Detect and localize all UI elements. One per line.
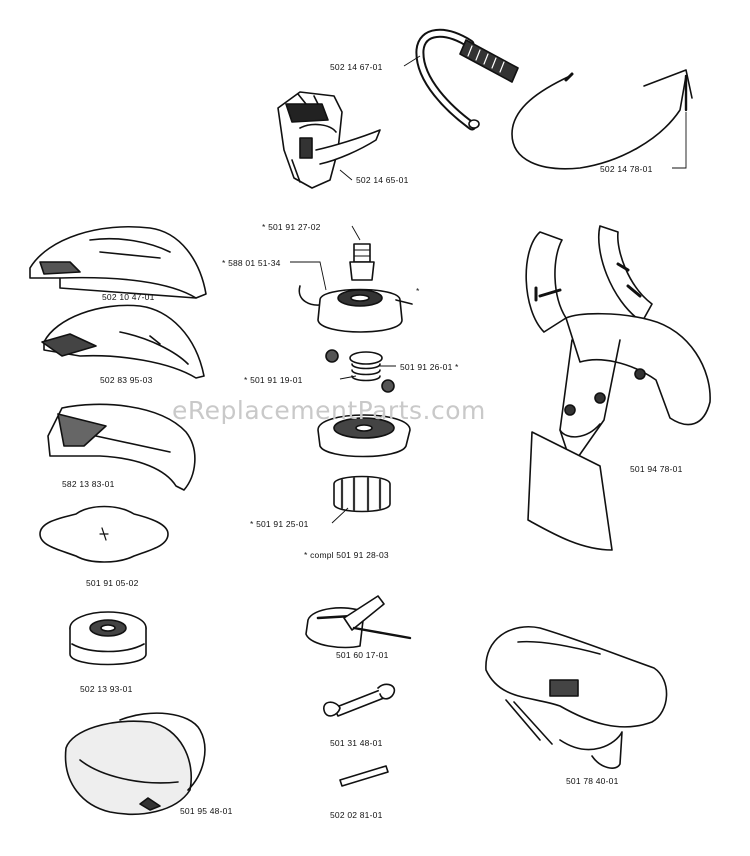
label-501-60-17-01: 501 60 17-01 xyxy=(336,650,389,660)
head-assembly-drawing xyxy=(298,243,413,513)
label-501-91-25-01: * 501 91 25-01 xyxy=(250,519,309,529)
pin-drawing xyxy=(339,765,389,787)
throttle-cable-drawing xyxy=(511,69,693,170)
throttle-housing-drawing xyxy=(277,91,381,189)
label-582-13-83-01: 582 13 83-01 xyxy=(62,479,115,489)
loop-handle-drawing xyxy=(415,28,519,131)
guard-bottom-drawing xyxy=(41,304,205,379)
label-502-14-65-01: 502 14 65-01 xyxy=(356,175,409,185)
label-502-10-47-01: 502 10 47-01 xyxy=(102,292,155,302)
label-502-14-78-01: 502 14 78-01 xyxy=(600,164,653,174)
hip-belt-drawing xyxy=(485,626,668,769)
label-502-14-67-01: 502 14 67-01 xyxy=(330,62,383,72)
harness-drawing xyxy=(525,225,711,551)
label-501-91-19-01: * 501 91 19-01 xyxy=(244,375,303,385)
label-501-91-05-02: 501 91 05-02 xyxy=(86,578,139,588)
wrench-drawing xyxy=(323,683,396,717)
label-502-83-95-03: 502 83 95-03 xyxy=(100,375,153,385)
label-502-13-93-01: 502 13 93-01 xyxy=(80,684,133,694)
shield-drawing xyxy=(47,403,196,491)
combination-tool-drawing xyxy=(305,595,412,649)
blade-disc-drawing xyxy=(39,505,169,563)
label-501-91-27-02: * 501 91 27-02 xyxy=(262,222,321,232)
watermark: eReplacementParts.com xyxy=(172,396,486,425)
trimmer-head-drawing xyxy=(69,611,147,666)
label-501-78-40-01: 501 78 40-01 xyxy=(566,776,619,786)
label-star: * xyxy=(416,286,420,296)
label-501-91-26-01: 501 91 26-01 * xyxy=(400,362,459,372)
label-501-94-78-01: 501 94 78-01 xyxy=(630,464,683,474)
label-501-95-48-01: 501 95 48-01 xyxy=(180,806,233,816)
label-502-02-81-01: 502 02 81-01 xyxy=(330,810,383,820)
label-501-31-48-01: 501 31 48-01 xyxy=(330,738,383,748)
guard-top-drawing xyxy=(29,225,207,299)
label-compl-501-91-28-03: * compl 501 91 28-03 xyxy=(304,550,389,560)
visor-drawing xyxy=(64,712,206,815)
label-588-01-51-34: * 588 01 51-34 xyxy=(222,258,281,268)
